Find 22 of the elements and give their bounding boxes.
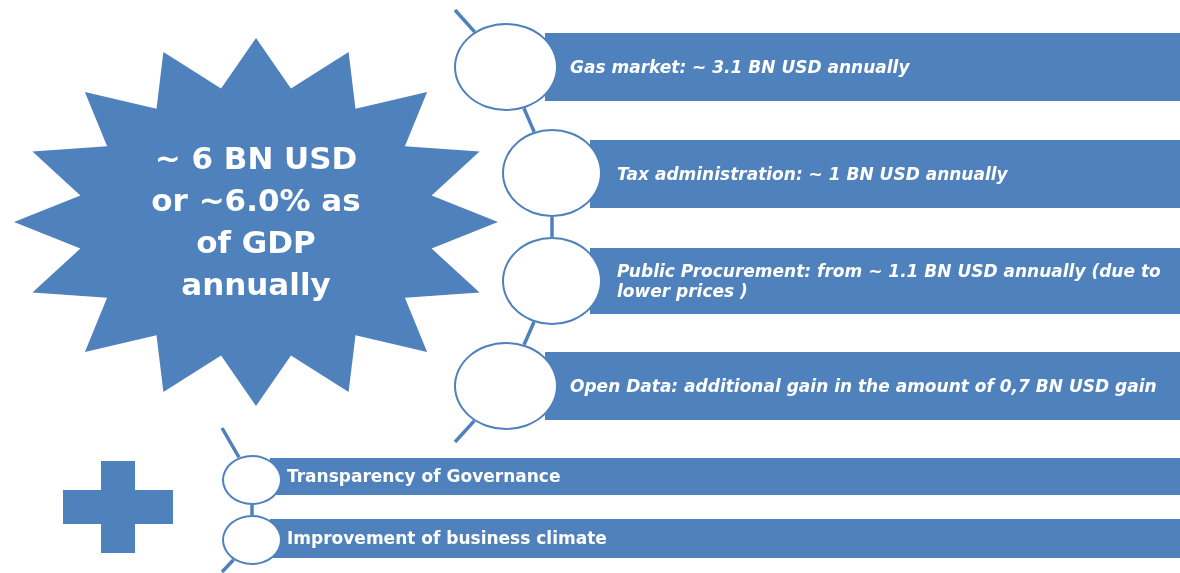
item-bar xyxy=(590,140,1180,208)
item-bar xyxy=(270,519,1180,558)
item-bar xyxy=(270,458,1180,495)
item-text: Public Procurement: from ~ 1.1 BN USD annually (due to lower prices ) xyxy=(617,260,1162,302)
connector-line xyxy=(453,8,476,34)
connector-line xyxy=(522,107,536,133)
connector-line xyxy=(522,321,536,346)
item-text: Transparency of Governance xyxy=(287,466,561,487)
connector-line xyxy=(550,217,554,237)
item-bar xyxy=(590,248,1180,314)
total-value: ~ 6 BN USD or ~6.0% as of GDP annually xyxy=(150,139,362,304)
connector-line xyxy=(220,427,241,459)
connector-line xyxy=(453,419,476,444)
starburst-shape xyxy=(14,38,498,406)
item-bar xyxy=(545,352,1180,420)
item-text: Open Data: additional gain in the amount of 0,7 BN USD gain xyxy=(570,375,1157,397)
item-text: Tax administration: ~ 1 BN USD annually xyxy=(617,163,1008,185)
item-text: Gas market: ~ 3.1 BN USD annually xyxy=(570,56,910,78)
connector-line xyxy=(220,558,235,573)
item-text: Improvement of business climate xyxy=(287,528,607,549)
item-bar xyxy=(545,33,1180,101)
connector-line xyxy=(250,505,254,515)
